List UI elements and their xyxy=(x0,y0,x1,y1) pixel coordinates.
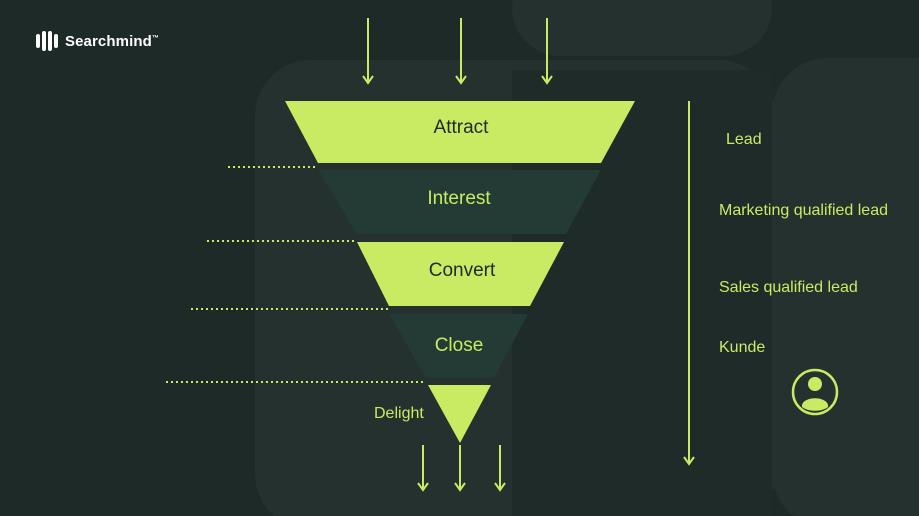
arrow-head xyxy=(541,75,553,85)
user-circle-icon xyxy=(791,368,839,416)
stage-label-delight: Delight xyxy=(374,405,424,422)
outgoing-arrows xyxy=(417,445,506,492)
lead-label: Lead xyxy=(726,131,762,148)
incoming-arrows xyxy=(362,18,553,85)
searchmind-logo-icon xyxy=(36,31,58,51)
arrow-head xyxy=(362,75,374,85)
mql-label: Marketing qualified lead xyxy=(719,202,888,219)
background-panel-top xyxy=(512,0,772,56)
stage-label-close: Close xyxy=(434,335,484,356)
stage-label-interest: Interest xyxy=(427,188,491,209)
stage-label-convert: Convert xyxy=(428,260,496,281)
funnel-segment-delight xyxy=(428,385,491,443)
brand-trademark: ™ xyxy=(151,34,159,42)
arrow-head xyxy=(417,482,429,492)
progress-arrow xyxy=(683,101,695,466)
arrow-head xyxy=(455,75,467,85)
brand-name: Searchmind™ xyxy=(65,32,159,50)
arrow-head xyxy=(454,482,466,492)
customer-label: Kunde xyxy=(719,339,766,356)
sql-label: Sales qualified lead xyxy=(719,279,858,296)
stage-separators xyxy=(166,166,426,383)
brand-logo: Searchmind™ xyxy=(36,30,159,52)
funnel-segment-close xyxy=(389,314,528,378)
funnel-segment-convert xyxy=(357,242,564,306)
stage-label-attract: Attract xyxy=(433,117,489,138)
funnel-segment-attract xyxy=(285,101,635,163)
arrow-head xyxy=(494,482,506,492)
funnel-segment-interest xyxy=(318,170,601,234)
arrow-head xyxy=(683,456,695,466)
